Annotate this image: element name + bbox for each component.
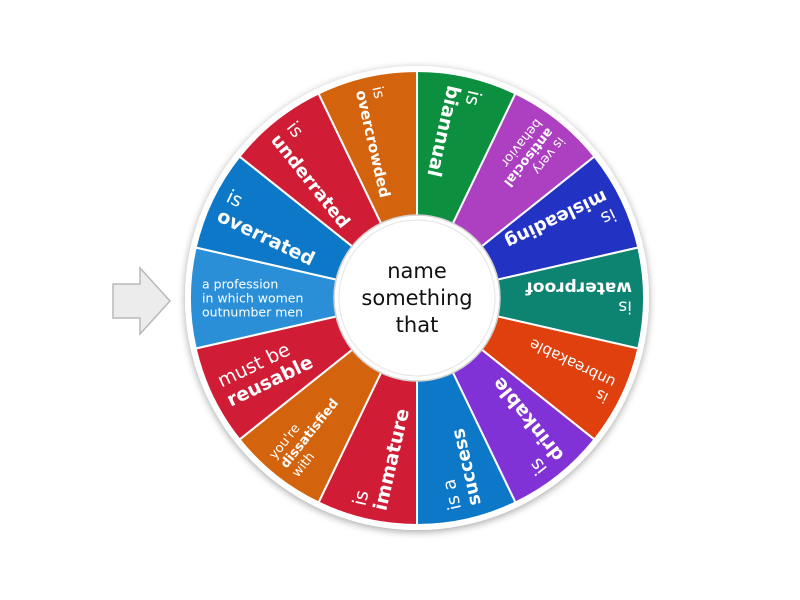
center-prompt-line-1: name <box>387 259 447 283</box>
wheel-center-hub[interactable]: name something that <box>333 214 501 382</box>
segment-label-line: a profession <box>202 276 278 291</box>
segment-label-line: in which women <box>202 290 303 305</box>
segment-label-line: is <box>460 88 485 108</box>
arrow-right-icon <box>112 266 172 336</box>
segment-label-line: outnumber men <box>202 304 303 319</box>
wheel-segment-waterproof[interactable] <box>416 246 645 350</box>
segment-label-line: waterproof <box>525 278 632 298</box>
segment-label-line: is <box>618 297 632 317</box>
wheel-segment-profession[interactable] <box>189 246 418 350</box>
center-prompt-line-2: something <box>361 286 472 310</box>
segment-label-line: is <box>349 488 374 508</box>
center-prompt-line-3: that <box>396 313 439 337</box>
segment-label-line: is <box>368 85 388 101</box>
